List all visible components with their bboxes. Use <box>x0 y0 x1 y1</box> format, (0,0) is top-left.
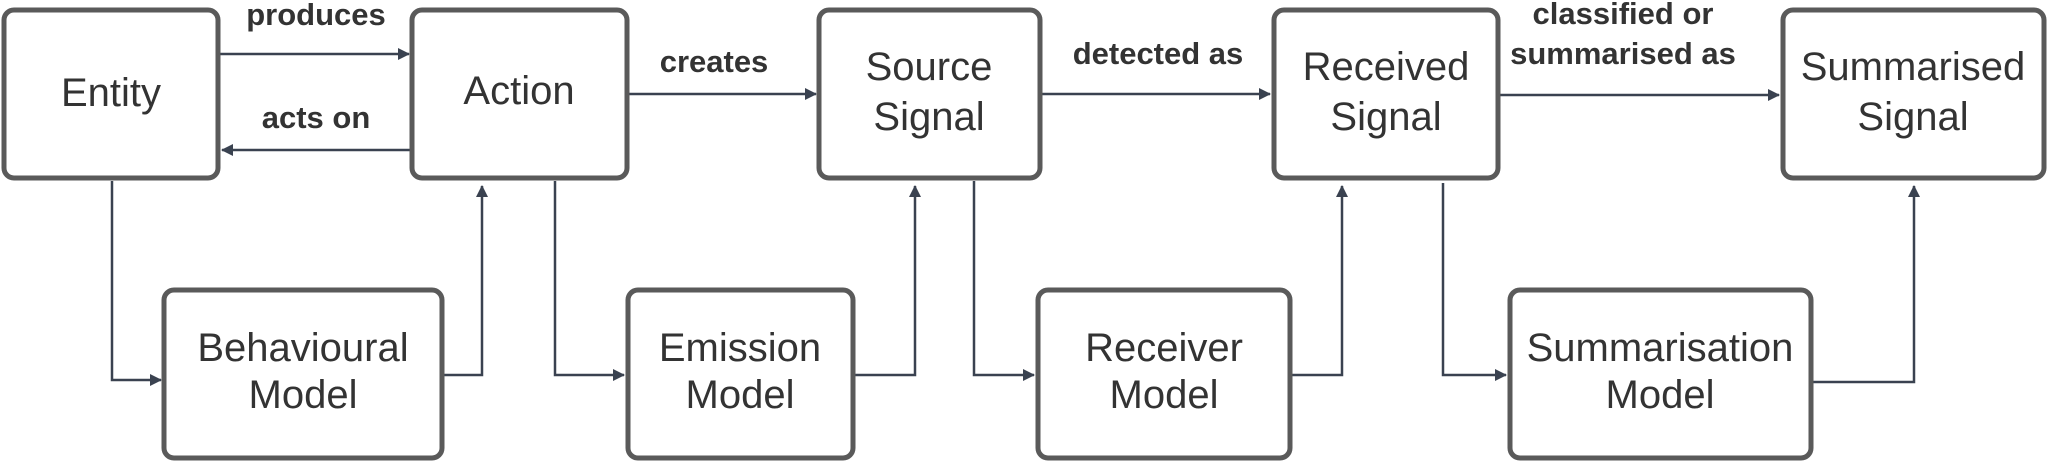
receiver-model-box <box>1035 287 1293 461</box>
receiver-received-arrow <box>1292 185 1348 377</box>
edge-summarisation-model-to-summarised-signal <box>1813 185 1920 384</box>
receiver-model-label-line1: Receiver <box>1085 326 1243 370</box>
summarised-signal-label-line1: Summarised <box>1801 45 2026 89</box>
classified-label-line1: classified or <box>1533 0 1714 31</box>
emission-model-label-line2: Model <box>686 373 795 417</box>
source-signal-label-line2: Signal <box>873 95 984 139</box>
edge-action-to-emission-model <box>553 181 625 381</box>
action-label: Action <box>463 69 574 113</box>
summarised-signal-label-line2: Signal <box>1857 95 1968 139</box>
behavioural-model-box <box>161 287 445 461</box>
entity-box <box>1 7 221 181</box>
received-summarisation-arrow <box>1441 183 1507 381</box>
detected-as-label: detected as <box>1073 36 1244 71</box>
entity-label: Entity <box>61 71 161 115</box>
node-entity: Entity <box>1 7 221 181</box>
node-source-signal: Source Signal <box>816 7 1043 181</box>
receiver-model-label-line2: Model <box>1110 373 1219 417</box>
edge-receiver-model-to-received-signal <box>1292 185 1348 377</box>
node-action: Action <box>409 7 630 181</box>
behavioural-model-label-line2: Model <box>249 373 358 417</box>
acts-on-label: acts on <box>262 100 371 135</box>
behavioural-model-label-line1: Behavioural <box>197 326 408 370</box>
node-received-signal: Received Signal <box>1271 7 1501 181</box>
summarisation-model-label-line2: Model <box>1606 373 1715 417</box>
received-signal-label-line1: Received <box>1303 45 1470 89</box>
received-signal-box <box>1271 7 1501 181</box>
entity-behavioural-arrow <box>110 181 162 386</box>
edge-source-signal-to-receiver-model <box>972 181 1035 381</box>
edge-received-signal-to-summarisation-model <box>1441 183 1507 381</box>
emission-model-box <box>625 287 856 461</box>
action-emission-arrow <box>553 181 625 381</box>
summarisation-model-box <box>1507 287 1814 461</box>
node-summarisation-model: Summarisation Model <box>1507 287 1814 461</box>
source-receiver-arrow <box>972 181 1035 381</box>
node-emission-model: Emission Model <box>625 287 856 461</box>
emission-source-arrow <box>855 185 921 377</box>
node-behavioural-model: Behavioural Model <box>161 287 445 461</box>
node-receiver-model: Receiver Model <box>1035 287 1293 461</box>
produces-label: produces <box>246 0 386 32</box>
classified-label-line2: summarised as <box>1510 36 1736 71</box>
summarisation-model-label-line1: Summarisation <box>1527 326 1794 370</box>
summarised-signal-box <box>1780 7 2047 181</box>
edge-behavioural-model-to-action <box>444 185 488 377</box>
source-signal-box <box>816 7 1043 181</box>
edge-emission-model-to-source-signal <box>855 185 921 377</box>
received-signal-label-line2: Signal <box>1330 95 1441 139</box>
source-signal-label-line1: Source <box>866 45 993 89</box>
summarisation-summarised-arrow <box>1813 185 1920 384</box>
action-box <box>409 7 630 181</box>
behavioural-action-arrow <box>444 185 488 377</box>
emission-model-label-line1: Emission <box>659 326 821 370</box>
edge-entity-to-behavioural-model <box>110 181 162 386</box>
creates-label: creates <box>660 44 769 79</box>
node-summarised-signal: Summarised Signal <box>1780 7 2047 181</box>
